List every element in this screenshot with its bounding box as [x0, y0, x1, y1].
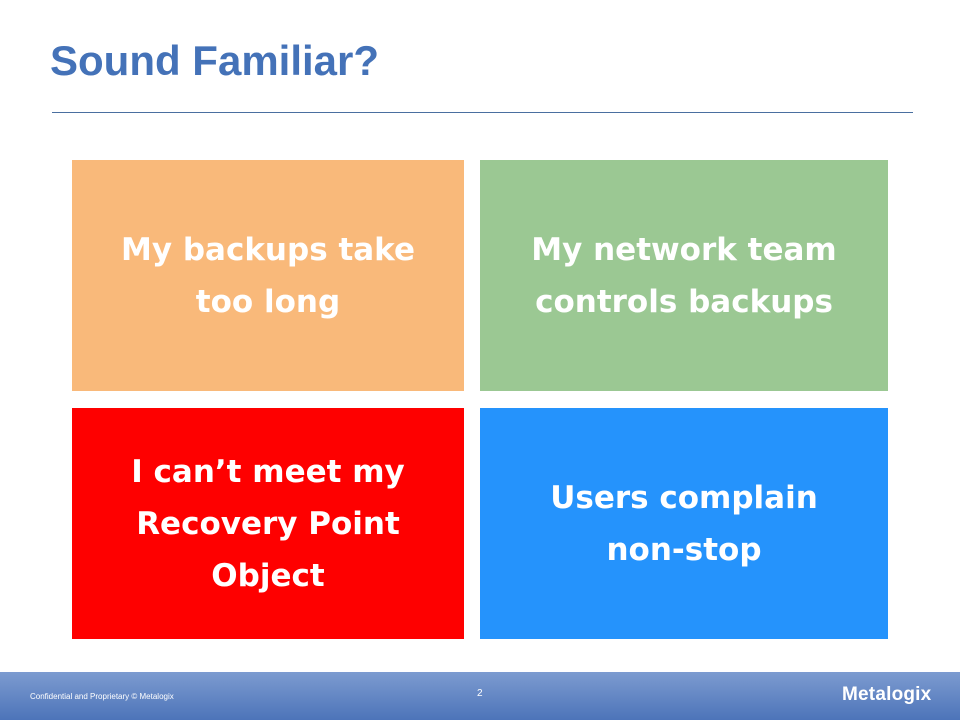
tile-network-team: My network team controls backups [480, 160, 888, 391]
tile-text: My backups take too long [120, 231, 415, 320]
metalogix-logo: Metalogix [842, 684, 932, 705]
tile-text: Users complain non-stop [550, 479, 818, 568]
footer-bar: Confidential and Proprietary © Metalogix… [0, 672, 960, 720]
title-divider [52, 112, 913, 113]
tile-users-complain: Users complain non-stop [480, 408, 888, 639]
tile-text: My network team controls backups [531, 231, 837, 320]
tile-backups-too-long: My backups take too long [72, 160, 464, 391]
page-number: 2 [477, 688, 483, 699]
slide-title: Sound Familiar? [50, 37, 380, 84]
tile-text: I can’t meet my Recovery Point Object [131, 453, 405, 594]
confidential-notice: Confidential and Proprietary © Metalogix [30, 692, 174, 701]
tile-recovery-point: I can’t meet my Recovery Point Object [72, 408, 464, 639]
